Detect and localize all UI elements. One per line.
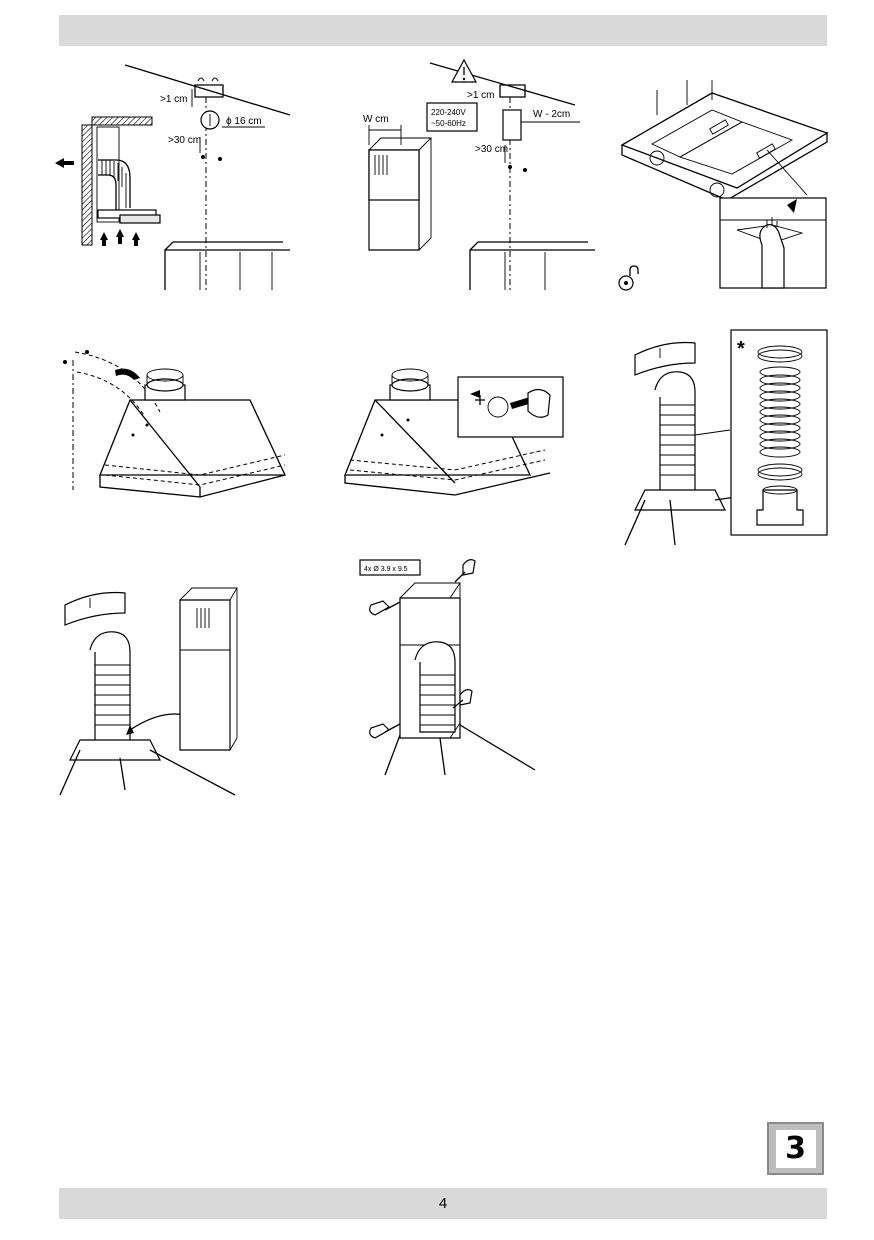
figure-hood-mount-wall <box>63 350 287 498</box>
fig2-gap-side: >30 cm <box>475 144 508 155</box>
figure-chimney-assembly <box>59 587 238 796</box>
fig1-diameter: ϕ 16 cm <box>226 116 262 127</box>
fig2-voltage: 220-240V <box>431 108 466 117</box>
fig8-screws: 4x Ø 3.9 x 9.5 <box>364 566 408 573</box>
fig2-frequency: ~50-60Hz <box>431 119 466 128</box>
hand-icon <box>369 559 476 739</box>
figure-flex-duct: * <box>624 329 828 546</box>
section-number-badge: 3 <box>767 1122 824 1175</box>
figure-chimney-voltage: W cm 220-240V ~50-60Hz >1 cm W - 2cm >30… <box>363 58 595 290</box>
figure-ducting-outlet: >1 cm ϕ 16 cm >30 cm <box>55 64 291 290</box>
fig1-gap-top: >1 cm <box>160 94 188 105</box>
section-number: 3 <box>775 1129 816 1168</box>
hand-icon <box>759 217 785 289</box>
arrow-icon <box>100 229 140 246</box>
footer-bar: 4 <box>59 1188 827 1219</box>
figure-filter-removal <box>618 80 829 291</box>
figure-chimney-screws: 4x Ø 3.9 x 9.5 <box>359 559 536 776</box>
page-number: 4 <box>438 1195 448 1212</box>
fig2-gap-top: >1 cm <box>467 90 495 101</box>
fig2-width-label: W cm <box>363 114 389 125</box>
lock-gear-icon <box>618 265 639 291</box>
fig1-gap-side: >30 cm <box>168 135 201 146</box>
fig6-asterisk: * <box>737 338 745 360</box>
warning-triangle-icon <box>450 58 478 83</box>
figure-hood-screw <box>344 368 564 496</box>
header-bar <box>59 15 827 46</box>
fig2-width-minus: W - 2cm <box>533 109 570 120</box>
